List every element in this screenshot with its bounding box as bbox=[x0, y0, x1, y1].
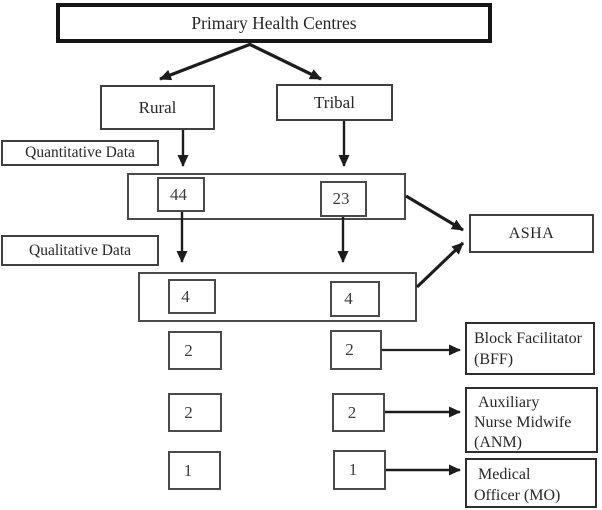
mo-tribal-count-box: 1 bbox=[333, 450, 386, 490]
bff-rural-count-box: 2 bbox=[168, 331, 222, 370]
count-value: 2 bbox=[184, 340, 193, 360]
qualitative-rural-count-box: 4 bbox=[168, 279, 216, 314]
anm-label: Auxiliary Nurse Midwife (ANM) bbox=[474, 394, 572, 451]
count-value: 2 bbox=[347, 402, 357, 422]
quantitative-data-label: Quantitative Data bbox=[25, 144, 135, 161]
block-facilitator-label: Block Facilitator (BFF) bbox=[474, 330, 582, 368]
qualitative-data-label-box: Qualitative Data bbox=[1, 235, 159, 266]
rural-label: Rural bbox=[138, 97, 177, 117]
block-facilitator-box: Block Facilitator (BFF) bbox=[465, 322, 595, 375]
count-value: 23 bbox=[332, 189, 350, 208]
count-value: 4 bbox=[181, 286, 190, 306]
quantitative-tribal-count-box: 23 bbox=[320, 181, 367, 217]
count-value: 44 bbox=[170, 184, 187, 204]
count-value: 4 bbox=[344, 289, 353, 308]
qualitative-group-box bbox=[138, 272, 417, 322]
count-value: 1 bbox=[348, 460, 358, 479]
count-value: 1 bbox=[183, 460, 193, 480]
count-value: 2 bbox=[184, 402, 193, 422]
quantitative-data-label-box: Quantitative Data bbox=[1, 140, 159, 166]
arrow-quantitative-to-asha bbox=[405, 194, 464, 232]
rural-branch-box: Rural bbox=[100, 85, 215, 130]
arrow-phc-to-rural bbox=[159, 42, 252, 81]
anm-rural-count-box: 2 bbox=[168, 393, 222, 432]
flowchart-title: Primary Health Centres bbox=[191, 12, 357, 33]
asha-box: ASHA bbox=[469, 214, 594, 253]
asha-label: ASHA bbox=[508, 224, 555, 242]
medical-officer-box: Medical Officer (MO) bbox=[465, 458, 597, 508]
qualitative-tribal-count-box: 4 bbox=[330, 281, 380, 317]
arrow-qualitative-to-asha bbox=[415, 241, 465, 289]
quantitative-group-box bbox=[127, 173, 406, 220]
anm-box: Auxiliary Nurse Midwife (ANM) bbox=[465, 387, 598, 453]
bff-tribal-count-box: 2 bbox=[330, 330, 382, 370]
primary-health-centres-box: Primary Health Centres bbox=[56, 3, 492, 43]
quantitative-rural-count-box: 44 bbox=[157, 177, 205, 212]
count-value: 2 bbox=[345, 340, 354, 359]
arrow-phc-to-tribal bbox=[248, 42, 322, 81]
tribal-label: Tribal bbox=[314, 92, 355, 112]
anm-tribal-count-box: 2 bbox=[332, 393, 385, 432]
mo-rural-count-box: 1 bbox=[168, 451, 221, 490]
qualitative-data-label: Qualitative Data bbox=[29, 241, 131, 259]
medical-officer-label: Medical Officer (MO) bbox=[474, 466, 561, 504]
tribal-branch-box: Tribal bbox=[276, 84, 393, 121]
